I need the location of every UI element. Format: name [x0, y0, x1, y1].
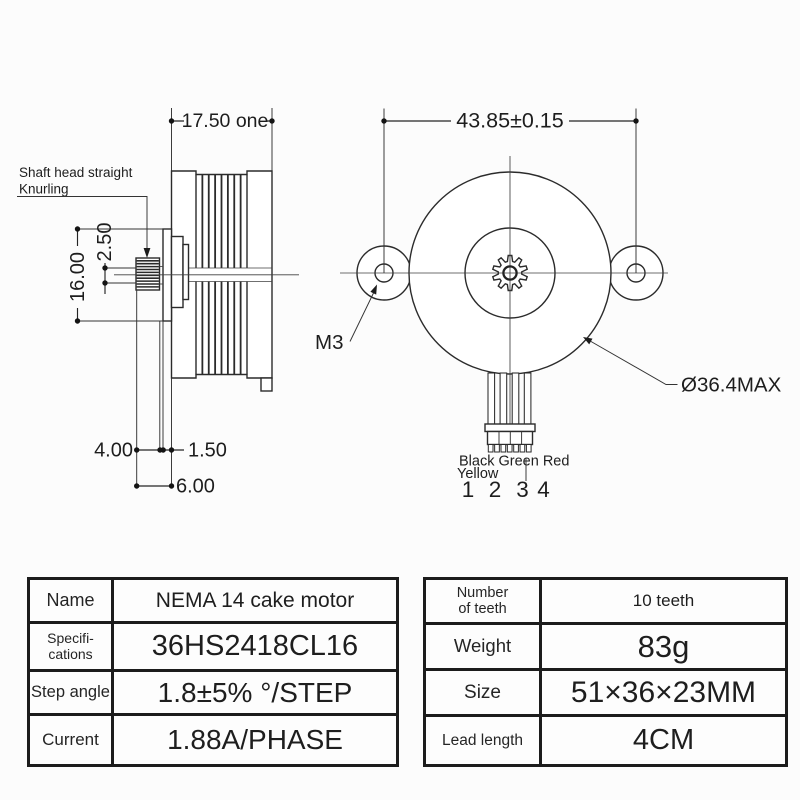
- dim-hole-spacing: 43.85±0.15: [381, 109, 639, 133]
- spec-label: Specifi-cations: [30, 624, 114, 669]
- wire-colors-line2: Yellow: [457, 466, 499, 482]
- rear-cover-tab: [260, 377, 273, 392]
- table-row: Lead length 4CM: [426, 717, 785, 764]
- dim-flange-height: 16.00: [67, 226, 163, 324]
- dim-shaft-diameter: 2.50: [94, 223, 136, 294]
- table-row: Size 51×36×23MM: [426, 671, 785, 717]
- spec-label: Lead length: [426, 717, 542, 764]
- dim-shaft-text: 2.50: [94, 223, 116, 262]
- leader-arrow-icon: [370, 284, 377, 295]
- dim-overall-length: 17.50 one: [168, 108, 275, 171]
- pilot-boss-step: [182, 243, 190, 301]
- dim-shaft-lengths: 4.00 1.50 6.00: [94, 290, 227, 498]
- shaft-note-line1: Shaft head straight: [19, 165, 133, 180]
- spec-value: 1.8±5% °/STEP: [157, 676, 353, 708]
- wire-colors-line1: Black Green Red: [459, 454, 569, 470]
- spec-label: Current: [30, 716, 114, 764]
- spec-value: 83g: [637, 628, 690, 664]
- lead-wires: [487, 372, 532, 425]
- table-row: Step angle 1.8±5% °/STEP: [30, 672, 396, 716]
- table-row: Weight 83g: [426, 625, 785, 671]
- motor-side-view: 17.50 one 16.00: [17, 108, 299, 498]
- spec-table-left: Name NEMA 14 cake motor Specifi-cations …: [27, 577, 399, 767]
- table-row: Name NEMA 14 cake motor: [30, 580, 396, 624]
- pin-number-4: 4: [537, 477, 550, 502]
- pilot-boss: [170, 235, 184, 309]
- pin-number-1: 1: [462, 477, 475, 502]
- screw-label-text: M3: [315, 331, 343, 354]
- spec-value: 51×36×23MM: [570, 675, 757, 709]
- shaft-bore: [502, 265, 518, 281]
- knurled-shaft: [135, 257, 161, 291]
- dim-shaft-len-text: 6.00: [176, 476, 215, 498]
- spec-value: 4CM: [632, 724, 695, 756]
- knurl-texture: [136, 260, 159, 288]
- dim-boss-len-text: 1.50: [188, 440, 227, 462]
- leader-arrow-icon: [143, 248, 151, 258]
- motor-front-view: 43.85±0.15 M3 Ø36.4MAX Black Green Red Y…: [315, 108, 782, 503]
- spec-label: Step angle: [30, 672, 114, 713]
- leader-arrow-icon: [583, 337, 593, 345]
- spec-label: Name: [30, 580, 114, 621]
- dim-flange-text: 16.00: [67, 252, 89, 302]
- dim-length-text: 17.50 one: [182, 110, 269, 132]
- pin-number-2: 2: [489, 477, 502, 502]
- shaft-note-line2: Knurling: [19, 182, 69, 197]
- shaft-knurling-note: Shaft head straight Knurling: [17, 165, 151, 258]
- connector-pins: [487, 444, 532, 453]
- dim-knurl-len-text: 4.00: [94, 440, 133, 462]
- dim-hole-spacing-text: 43.85±0.15: [456, 109, 563, 133]
- table-row: Current 1.88A/PHASE: [30, 716, 396, 764]
- pin-number-3: 3: [516, 477, 529, 502]
- spec-value: 36HS2418CL16: [151, 630, 359, 662]
- spec-value: 1.88A/PHASE: [167, 724, 343, 755]
- spec-label: Weight: [426, 625, 542, 668]
- wire-labels: Black Green Red Yellow 1 2 3 4: [457, 454, 569, 503]
- spec-value: 10 teeth: [632, 591, 695, 610]
- table-row: Specifi-cations 36HS2418CL16: [30, 624, 396, 672]
- wire-connector: [484, 423, 536, 453]
- technical-drawing: 17.50 one 16.00: [17, 108, 782, 503]
- screw-callout: M3: [315, 284, 377, 354]
- diameter-callout: Ø36.4MAX: [583, 337, 782, 397]
- spec-value: NEMA 14 cake motor: [155, 588, 355, 612]
- diameter-label-text: Ø36.4MAX: [681, 374, 782, 397]
- spec-label: Size: [426, 671, 542, 714]
